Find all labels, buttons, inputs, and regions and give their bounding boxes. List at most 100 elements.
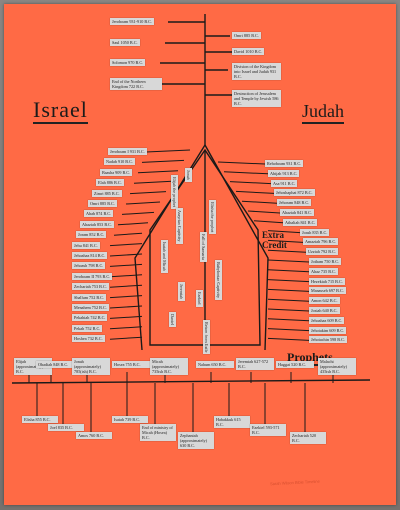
prophets_bottom-label: Zephaniah (approximately) 630 B.C. [178,432,214,449]
judah_kings-label: Asa 911 B.C. [271,179,298,187]
israel_kings-label: Baasha 909 B.C. [100,168,133,176]
judah_kings-label: Amon 642 B.C. [309,297,340,305]
prophets_top-label: Micah (approximately) 735ish B.C. [150,358,188,375]
branch-line [229,181,272,185]
judah_kings-label: Jehoshaphat 872 B.C. [274,189,315,197]
branch-line [133,180,173,184]
judah_kings-label: Jehoahaz 609 B.C. [309,316,345,324]
judah_kings-label: Hezekiah 715 B.C. [309,277,345,285]
branch-line [267,239,304,243]
israel_kings-label: Zechariah 753 B.C. [72,283,109,291]
branch-line [109,263,143,267]
israel_kings-label: Jeroboam II 793 B.C. [72,272,113,280]
prophets_bottom-label: Amos 760 B.C. [76,432,112,439]
judah_kings-label: Jotham 750 B.C. [309,258,342,265]
prophets_bottom-label: Isaiah 739 B.C. [112,416,148,423]
branch-line [217,161,266,165]
israel_kings-label: Omri 885 B.C. [88,200,117,207]
middle_notes-label: Elisha the prophet [209,200,216,235]
judah_kings-label: Manasseh 697 B.C. [309,287,346,295]
branch-line [121,211,155,215]
branch-line [267,337,310,341]
branch-line [109,336,143,340]
top_left-label: Saul 1050 B.C. [110,39,140,46]
middle_notes-label: Isaiah and Micah [161,240,168,273]
branch-line [145,149,191,153]
middle_notes-label: Fall of Samaria [200,232,207,262]
branch-line [267,249,307,253]
branch-line [113,232,143,236]
branch-line [267,259,310,263]
judah_kings-label: Amaziah 796 B.C. [303,238,339,246]
prophets_top-label: Haggai 520 B.C. [276,361,314,368]
judah_kings-label: Josiah 640 B.C. [309,307,340,314]
prophets_bottom-label: Joel 835 B.C. [48,424,84,431]
middle_notes-label: Jonah [185,168,192,182]
israel_kings-label: Joram 852 B.C. [76,231,107,239]
heading-extra-credit: Extra Credit [262,230,287,250]
judah_kings-label: Athaliah 841 B.C. [283,218,318,226]
branch-line [125,201,161,205]
top_right-label: Destruction of Jerusalem and Temple by J… [232,90,281,107]
branch-line [141,159,185,163]
israel_kings-label: Hoshea 732 B.C. [72,335,105,343]
prophets_bottom-label: Zechariah 520 B.C. [290,432,326,444]
israel_kings-label: Shallum 752 B.C. [72,293,107,301]
branch-line [267,298,310,302]
israel_kings-label: Jehoahaz 814 B.C. [72,252,108,259]
branch-line [267,318,310,322]
israel_kings-label: Jehu 841 B.C. [72,241,100,249]
branch-line [137,170,179,174]
judah_kings-label: Ahaz 735 B.C. [309,267,338,275]
branch-line [267,279,310,283]
israel_kings-label: Zimri 885 B.C. [92,189,122,197]
israel_kings-label: Elah 886 B.C. [96,179,124,187]
middle_notes-label: Ezekiel [196,290,203,307]
top_right-label: Division of the Kingdom into Israel and … [232,63,281,80]
israel_kings-label: Jeroboam I 931 B.C. [108,148,147,155]
prophets_bottom-label: Elisha 855 B.C. [22,416,58,423]
branch-line [109,274,143,278]
branch-line [267,328,310,332]
judah_kings-label: Abijah 913 B.C. [268,169,300,177]
judah_kings-label: Ahaziah 841 B.C. [280,209,315,216]
branch-line [267,288,310,292]
israel_kings-label: Menahem 752 B.C. [72,304,109,311]
heading-judah: Judah [302,100,344,124]
judah_kings-label: Uzziah 792 B.C. [306,248,338,256]
heading-israel: Israel [33,97,88,124]
prophets_top-label: Nahum 650 B.C. [196,361,234,368]
judah_kings-label: Jehoram 848 B.C. [277,199,312,207]
branch-line [267,308,310,312]
branch-line [109,326,143,330]
branch-line [267,269,310,273]
branch-line [241,200,278,204]
judah_kings-label: Joash 835 B.C. [300,228,330,236]
branch-line [117,222,149,226]
israel_kings-label: Nadab 910 B.C. [104,158,135,166]
branch-line [109,243,143,247]
branch-line [267,230,301,234]
prophets_bottom-label: Habakkuk 615 B.C. [214,416,250,428]
israel_kings-label: Jehoash 798 B.C. [72,262,106,270]
israel_kings-label: Ahaziah 853 B.C. [80,220,115,228]
branch-line [235,190,275,194]
prophets_top-label: Jeremiah 627-572 B.C. [236,358,274,370]
middle_notes-label: Return from Exile [203,320,210,355]
middle_notes-label: Babylonian Captivity [215,260,222,300]
prophets_top-label: Malachi (approximately) 435ish B.C. [318,358,356,375]
top_right-label: David 1010 B.C. [232,48,265,55]
middle_notes-label: Elijah the prophet [171,175,178,210]
branch-line [129,191,167,195]
branch-line [109,253,143,257]
top_right-label: Omri 885 B.C. [232,32,261,39]
middle_notes-label: Jeremiah [178,282,185,302]
judah_kings-label: Jehoiachin 598 B.C. [309,336,347,344]
top_left-label: End of the Northern Kingdom 722 B.C. [110,78,162,90]
top_left-label: Solomon 970 B.C. [110,59,146,66]
middle_notes-label: Assyrian Captivity [176,208,183,244]
branch-line [109,315,143,319]
branch-line [247,210,281,214]
top_left-label: Jeroboam 931-910 B.C. [110,18,155,25]
branch-line [109,295,143,299]
